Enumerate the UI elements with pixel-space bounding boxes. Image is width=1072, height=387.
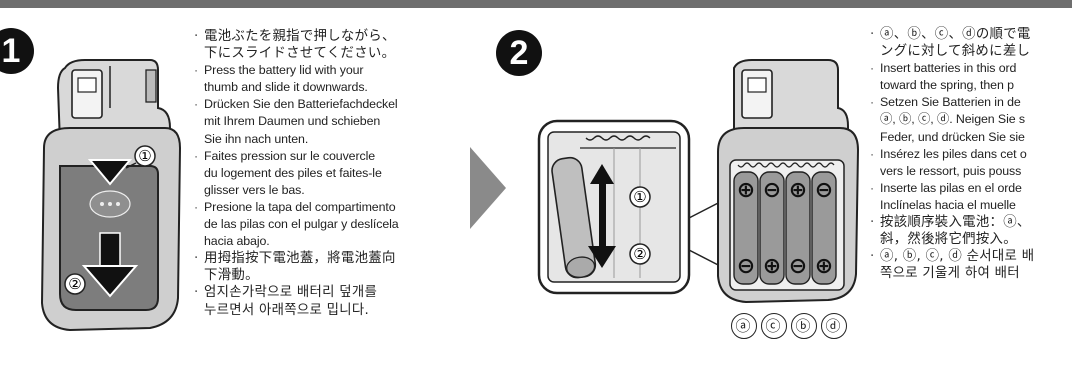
step-2-item-zh: 按該順序裝入電池：ⓐ、 斜，然後將它們按入。 [868,214,1072,248]
text-line: Press the battery lid with your [192,62,467,79]
step-1-illustration: ① ② [40,59,182,332]
text-line: 누르면서 아래쪽으로 밉니다. [204,302,370,318]
text-line: ングに対して斜めに差し [880,44,1031,60]
text-line: 用拇指按下電池蓋，將電池蓋向 [192,250,467,267]
order-item: ⓐ [731,313,757,339]
step-2-item-ko: ⓐ, ⓑ, ⓒ, ⓓ 순서대로 배 쪽으로 기울게 하여 배터 [868,248,1072,282]
text-line: Inserte las pilas en el orde [868,180,1072,197]
text-line: Inclínelas hacia el muelle [880,197,1016,212]
battery-a-bottom-polarity: ⊖ [737,254,755,279]
step-1-item-es: Presione la tapa del compartimento de la… [192,199,467,250]
text-line: du logement des piles et faites-le [204,165,382,180]
text-line: ⓐ、ⓑ、ⓒ、ⓓの順で電 [868,26,1072,43]
text-line: vers le ressort, puis pouss [880,163,1022,178]
top-divider-bar [0,0,1072,8]
text-line: 電池ぶたを親指で押しながら、 [192,28,467,45]
order-item: ⓓ [821,313,847,339]
text-line: toward the spring, then p [880,78,1014,93]
text-line: 下滑動。 [204,268,259,284]
text-line: Setzen Sie Batterien in de [868,94,1072,111]
battery-d-bottom-polarity: ⊕ [815,254,833,279]
text-line: Feder, und drücken Sie sie [880,129,1025,144]
text-line: 엄지손가락으로 배터리 덮개를 [192,284,467,301]
step-2-arrow-1-label: ① [633,188,646,206]
battery-a-top-polarity: ⊕ [737,178,755,203]
step-1-item-zh: 用拇指按下電池蓋，將電池蓋向 下滑動。 [192,250,467,284]
battery-b-top-polarity: ⊖ [763,178,781,203]
battery-c-top-polarity: ⊕ [789,178,807,203]
text-line: 按該順序裝入電池：ⓐ、 [868,214,1072,231]
text-line: thumb and slide it downwards. [204,80,368,95]
text-line: glisser vers le bas. [204,182,305,197]
order-item: ⓑ [791,313,817,339]
step-1-number: 1 [0,28,34,74]
step-1-arrow-1-label: ① [138,147,151,165]
order-item: ⓒ [761,313,787,339]
text-line: 쪽으로 기울게 하여 배터 [880,266,1020,282]
step-2-number: 2 [496,30,542,76]
step-1-arrow-2-label: ② [68,275,81,293]
step-1-item-de: Drücken Sie den Batteriefachdeckel mit I… [192,96,467,147]
step-2-arrow-2-label: ② [633,245,646,263]
next-step-arrow-icon [470,147,506,229]
text-line: ⓐ, ⓑ, ⓒ, ⓓ 순서대로 배 [868,248,1072,265]
text-line: 斜，然後將它們按入。 [880,232,1017,248]
step-1-item-ja: 電池ぶたを親指で押しながら、 下にスライドさせてください。 [192,28,467,62]
text-line: Insert batteries in this ord [868,60,1072,77]
text-line: mit Ihrem Daumen und schieben [204,114,381,129]
text-line: Faites pression sur le couvercle [192,148,467,165]
step-1-item-en: Press the battery lid with your thumb an… [192,62,467,96]
step-2-instructions: ⓐ、ⓑ、ⓒ、ⓓの順で電 ングに対して斜めに差し Insert batteries… [868,26,1072,282]
step-2-zoom-inset: ① ② [537,119,725,295]
text-line: Sie ihn nach unten. [204,131,309,146]
text-line: de las pilas con el pulgar y deslícela [204,217,399,232]
battery-c-bottom-polarity: ⊖ [789,254,807,279]
battery-d-top-polarity: ⊖ [815,178,833,203]
step-2-item-en: Insert batteries in this ord toward the … [868,60,1072,94]
text-line: Drücken Sie den Batteriefachdeckel [192,96,467,113]
step-1-instructions: 電池ぶたを親指で押しながら、 下にスライドさせてください。 Press the … [192,28,467,319]
step-2-item-de: Setzen Sie Batterien in de ⓐ, ⓑ, ⓒ, ⓓ. N… [868,94,1072,145]
text-line: ⓐ, ⓑ, ⓒ, ⓓ. Neigen Sie s [880,112,1025,127]
step-2-item-fr: Insérez les piles dans cet o vers le res… [868,146,1072,180]
text-line: hacia abajo. [204,234,270,249]
step-2-item-ja: ⓐ、ⓑ、ⓒ、ⓓの順で電 ングに対して斜めに差し [868,26,1072,60]
step-1-item-ko: 엄지손가락으로 배터리 덮개를 누르면서 아래쪽으로 밉니다. [192,284,467,318]
step-2-item-es: Inserte las pilas en el orde Inclínelas … [868,180,1072,214]
text-line: Presione la tapa del compartimento [192,199,467,216]
text-line: 下にスライドさせてください。 [204,46,396,62]
step-1-item-fr: Faites pression sur le couvercle du loge… [192,148,467,199]
text-line: Insérez les piles dans cet o [868,146,1072,163]
battery-b-bottom-polarity: ⊕ [763,254,781,279]
step-2-illustration: ⊕ ⊖ ⊕ ⊖ ⊖ ⊕ ⊖ ⊕ [717,59,860,304]
